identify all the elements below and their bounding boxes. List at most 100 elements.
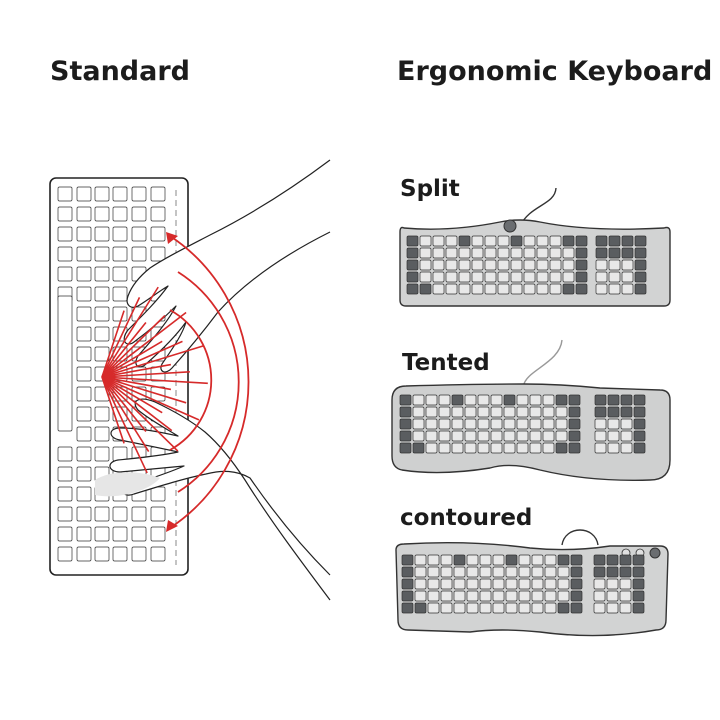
- split-key: [536, 271, 549, 283]
- split-key: [549, 259, 562, 271]
- contoured-key: [401, 566, 414, 578]
- split-numpad-key: [634, 259, 647, 271]
- split-key: [406, 271, 419, 283]
- tented-key: [529, 442, 542, 454]
- standard-key: [112, 246, 128, 262]
- contoured-numpad-key: [632, 554, 645, 566]
- strain-ray: [101, 286, 159, 378]
- strain-ray: [101, 363, 172, 378]
- standard-keyboard-with-hands-icon: [49, 159, 331, 601]
- standard-key: [112, 226, 128, 242]
- tented-key: [516, 406, 529, 418]
- tented-key: [477, 430, 490, 442]
- standard-key: [76, 546, 92, 562]
- split-key: [497, 259, 510, 271]
- split-key: [536, 283, 549, 295]
- tented-numpad-key: [633, 394, 646, 406]
- contoured-keyboard-icon: [395, 529, 669, 637]
- tented-numpad-key: [620, 406, 633, 418]
- strain-ray: [101, 376, 148, 474]
- contoured-numpad-key: [593, 602, 606, 614]
- standard-key: [76, 266, 92, 282]
- split-key: [432, 247, 445, 259]
- contoured-key: [440, 554, 453, 566]
- strain-arrows: [101, 286, 208, 474]
- contoured-key: [570, 578, 583, 590]
- standard-key: [76, 466, 92, 482]
- split-key: [562, 283, 575, 295]
- contoured-key: [414, 602, 427, 614]
- tented-key: [477, 418, 490, 430]
- contoured-key: [453, 602, 466, 614]
- standard-key: [76, 286, 92, 302]
- contoured-key: [440, 566, 453, 578]
- split-key: [575, 271, 588, 283]
- tented-key: [542, 394, 555, 406]
- tented-key: [464, 418, 477, 430]
- standard-key: [76, 386, 92, 402]
- contoured-key: [466, 554, 479, 566]
- strain-ray: [101, 376, 163, 414]
- standard-key: [150, 486, 166, 502]
- tented-key: [542, 418, 555, 430]
- contoured-key: [401, 578, 414, 590]
- split-key: [432, 235, 445, 247]
- contoured-label: contoured: [400, 505, 533, 531]
- contoured-key: [570, 590, 583, 602]
- standard-key: [94, 546, 110, 562]
- split-key: [484, 235, 497, 247]
- split-key: [432, 259, 445, 271]
- strain-ray: [101, 311, 187, 378]
- split-key: [549, 247, 562, 259]
- strain-arc-inner: [169, 309, 213, 451]
- tented-key: [503, 394, 516, 406]
- standard-key: [112, 526, 128, 542]
- split-key: [523, 247, 536, 259]
- standard-key: [131, 246, 147, 262]
- tented-numpad-key: [607, 430, 620, 442]
- contoured-key: [505, 602, 518, 614]
- tented-numpad-key: [607, 406, 620, 418]
- split-key: [497, 283, 510, 295]
- contoured-key: [401, 602, 414, 614]
- contoured-numpad-key: [593, 566, 606, 578]
- split-key: [510, 259, 523, 271]
- tented-cable: [523, 339, 563, 385]
- split-numpad-key: [621, 271, 634, 283]
- standard-key: [150, 206, 166, 222]
- standard-key: [94, 506, 110, 522]
- contoured-cable: [561, 529, 599, 546]
- tented-key: [516, 442, 529, 454]
- contoured-key: [531, 566, 544, 578]
- contoured-key: [557, 578, 570, 590]
- split-key: [562, 247, 575, 259]
- tented-numpad-key: [620, 442, 633, 454]
- split-key: [471, 247, 484, 259]
- tented-key: [477, 442, 490, 454]
- standard-key: [94, 406, 110, 422]
- split-key: [497, 271, 510, 283]
- tented-key: [464, 430, 477, 442]
- split-key: [458, 271, 471, 283]
- tented-key: [542, 406, 555, 418]
- tented-key: [412, 394, 425, 406]
- split-key: [562, 235, 575, 247]
- split-numpad-key: [608, 271, 621, 283]
- split-keyboard-keys: [406, 235, 647, 295]
- contoured-numpad-key: [606, 554, 619, 566]
- contoured-key: [427, 566, 440, 578]
- tented-key: [451, 406, 464, 418]
- contoured-numpad-key: [606, 566, 619, 578]
- strain-ray: [101, 376, 173, 432]
- split-numpad-key: [608, 283, 621, 295]
- contoured-key: [544, 566, 557, 578]
- split-key: [523, 235, 536, 247]
- contoured-key: [518, 578, 531, 590]
- tented-key: [425, 406, 438, 418]
- split-key: [497, 235, 510, 247]
- split-key: [458, 283, 471, 295]
- split-key: [419, 247, 432, 259]
- split-numpad-key: [608, 247, 621, 259]
- tented-key: [555, 394, 568, 406]
